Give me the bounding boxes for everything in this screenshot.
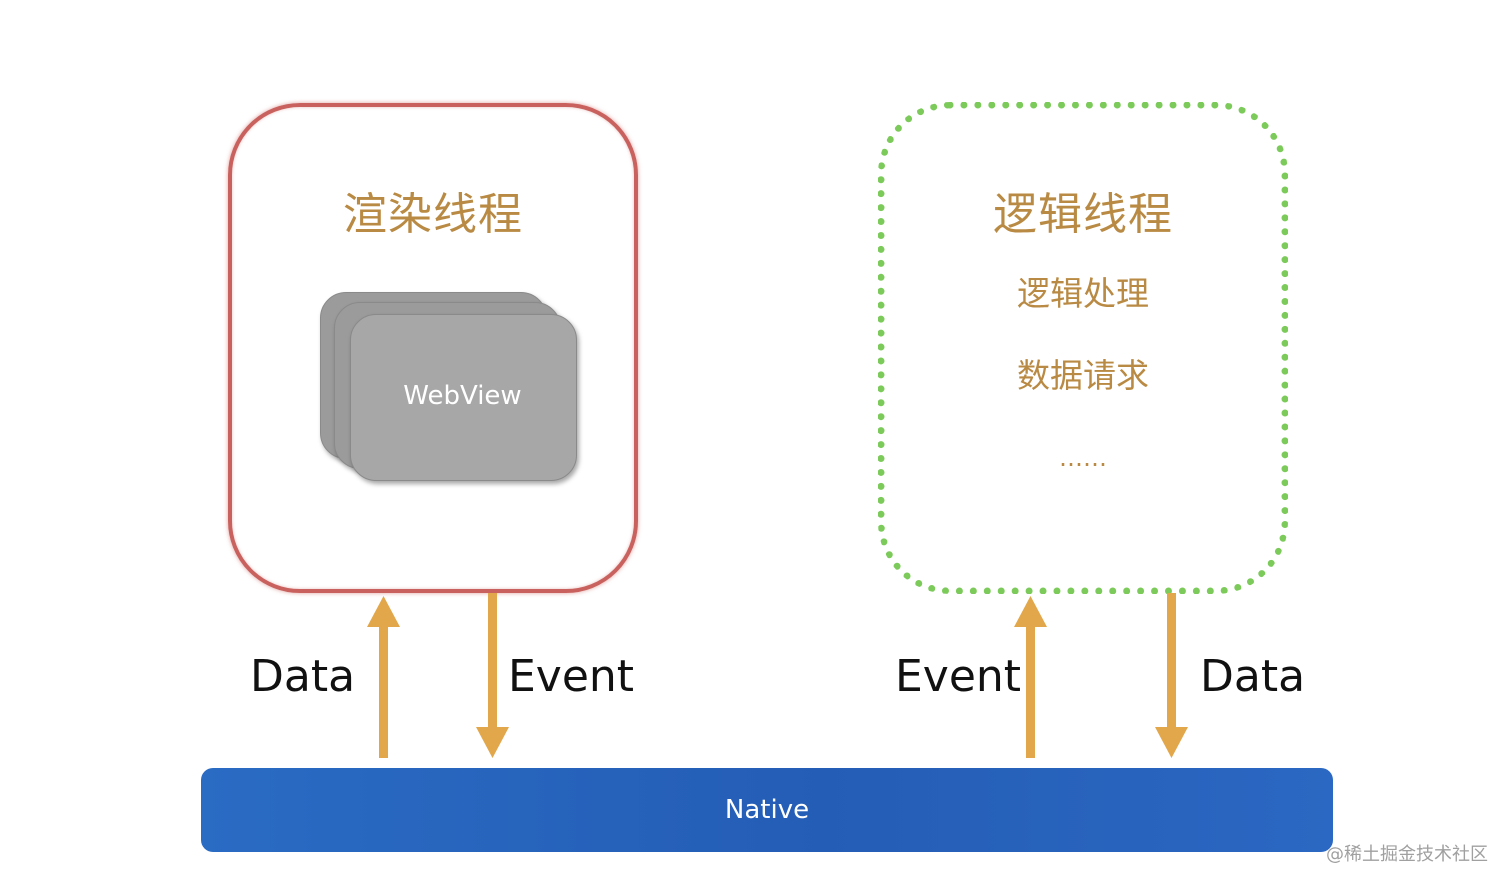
left-data-label: Data <box>250 651 356 702</box>
right-event-label: Event <box>895 651 1022 702</box>
logic-item-data-request: 数据请求 <box>1017 356 1149 395</box>
arrow-up-left <box>367 596 400 758</box>
left-event-label: Event <box>508 651 635 702</box>
watermark: @稀土掘金技术社区 <box>1326 844 1488 865</box>
logic-thread-title: 逻辑线程 <box>993 189 1173 240</box>
logic-item-processing: 逻辑处理 <box>1017 274 1149 313</box>
arrow-down-right <box>1155 593 1188 758</box>
render-thread-title: 渲染线程 <box>343 189 523 240</box>
arrow-up-right <box>1014 596 1047 758</box>
logic-thread-box <box>878 102 1288 594</box>
native-label: Native <box>724 795 810 825</box>
logic-item-ellipsis: …… <box>1059 444 1107 472</box>
webview-card-front <box>350 314 577 481</box>
native-bar: Native <box>201 768 1333 852</box>
render-thread-box <box>228 103 638 593</box>
webview-label: WebView <box>403 381 522 411</box>
right-data-label: Data <box>1200 651 1306 702</box>
arrow-down-left <box>476 593 509 758</box>
